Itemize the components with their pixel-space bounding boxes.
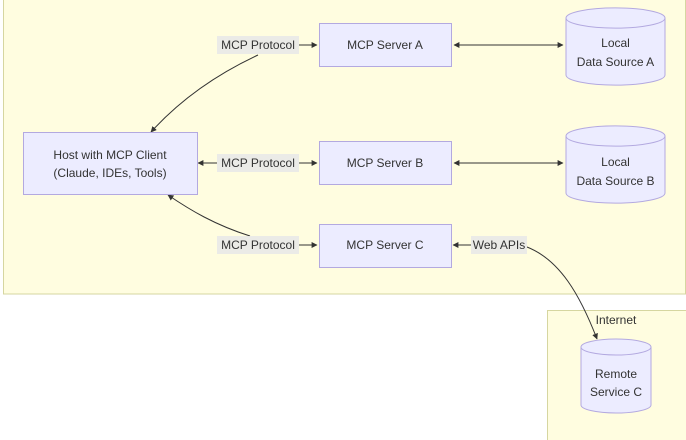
- svg-text:Remote: Remote: [595, 367, 637, 381]
- svg-text:Host with MCP Client: Host with MCP Client: [53, 148, 167, 162]
- edge-host-server-c: [167, 194, 318, 248]
- node-remote-service-c[interactable]: Remote Service C: [580, 338, 652, 414]
- svg-text:Local: Local: [601, 155, 630, 169]
- svg-text:Service C: Service C: [590, 385, 642, 399]
- svg-text:MCP Server C: MCP Server C: [346, 238, 423, 252]
- svg-text:MCP Protocol: MCP Protocol: [221, 238, 295, 252]
- svg-text:Data Source A: Data Source A: [577, 55, 654, 69]
- edge-label-protocol-c: MCP Protocol: [217, 236, 299, 254]
- node-server-b[interactable]: MCP Server B: [319, 141, 452, 185]
- node-server-a[interactable]: MCP Server A: [319, 23, 452, 67]
- svg-text:Local: Local: [601, 36, 630, 50]
- svg-text:Data Source B: Data Source B: [576, 174, 654, 188]
- svg-text:MCP Protocol: MCP Protocol: [221, 156, 295, 170]
- node-data-source-b[interactable]: Local Data Source B: [565, 125, 666, 204]
- svg-text:MCP Protocol: MCP Protocol: [221, 38, 295, 52]
- edge-host-server-a: [150, 42, 318, 133]
- internet-cluster-label: Internet: [596, 313, 637, 327]
- svg-text:MCP Server A: MCP Server A: [347, 38, 423, 52]
- node-data-source-a[interactable]: Local Data Source A: [565, 7, 666, 86]
- edge-label-protocol-a: MCP Protocol: [217, 36, 299, 54]
- edge-label-web-apis: Web APIs: [471, 236, 527, 254]
- edge-label-protocol-b: MCP Protocol: [217, 154, 299, 172]
- edge-server-c-remote-c: [452, 242, 598, 340]
- node-server-c[interactable]: MCP Server C: [319, 224, 452, 268]
- svg-text:Web APIs: Web APIs: [473, 238, 525, 252]
- svg-text:MCP Server B: MCP Server B: [347, 156, 423, 170]
- svg-text:(Claude, IDEs, Tools): (Claude, IDEs, Tools): [53, 166, 166, 180]
- node-host[interactable]: Host with MCP Client (Claude, IDEs, Tool…: [23, 132, 198, 195]
